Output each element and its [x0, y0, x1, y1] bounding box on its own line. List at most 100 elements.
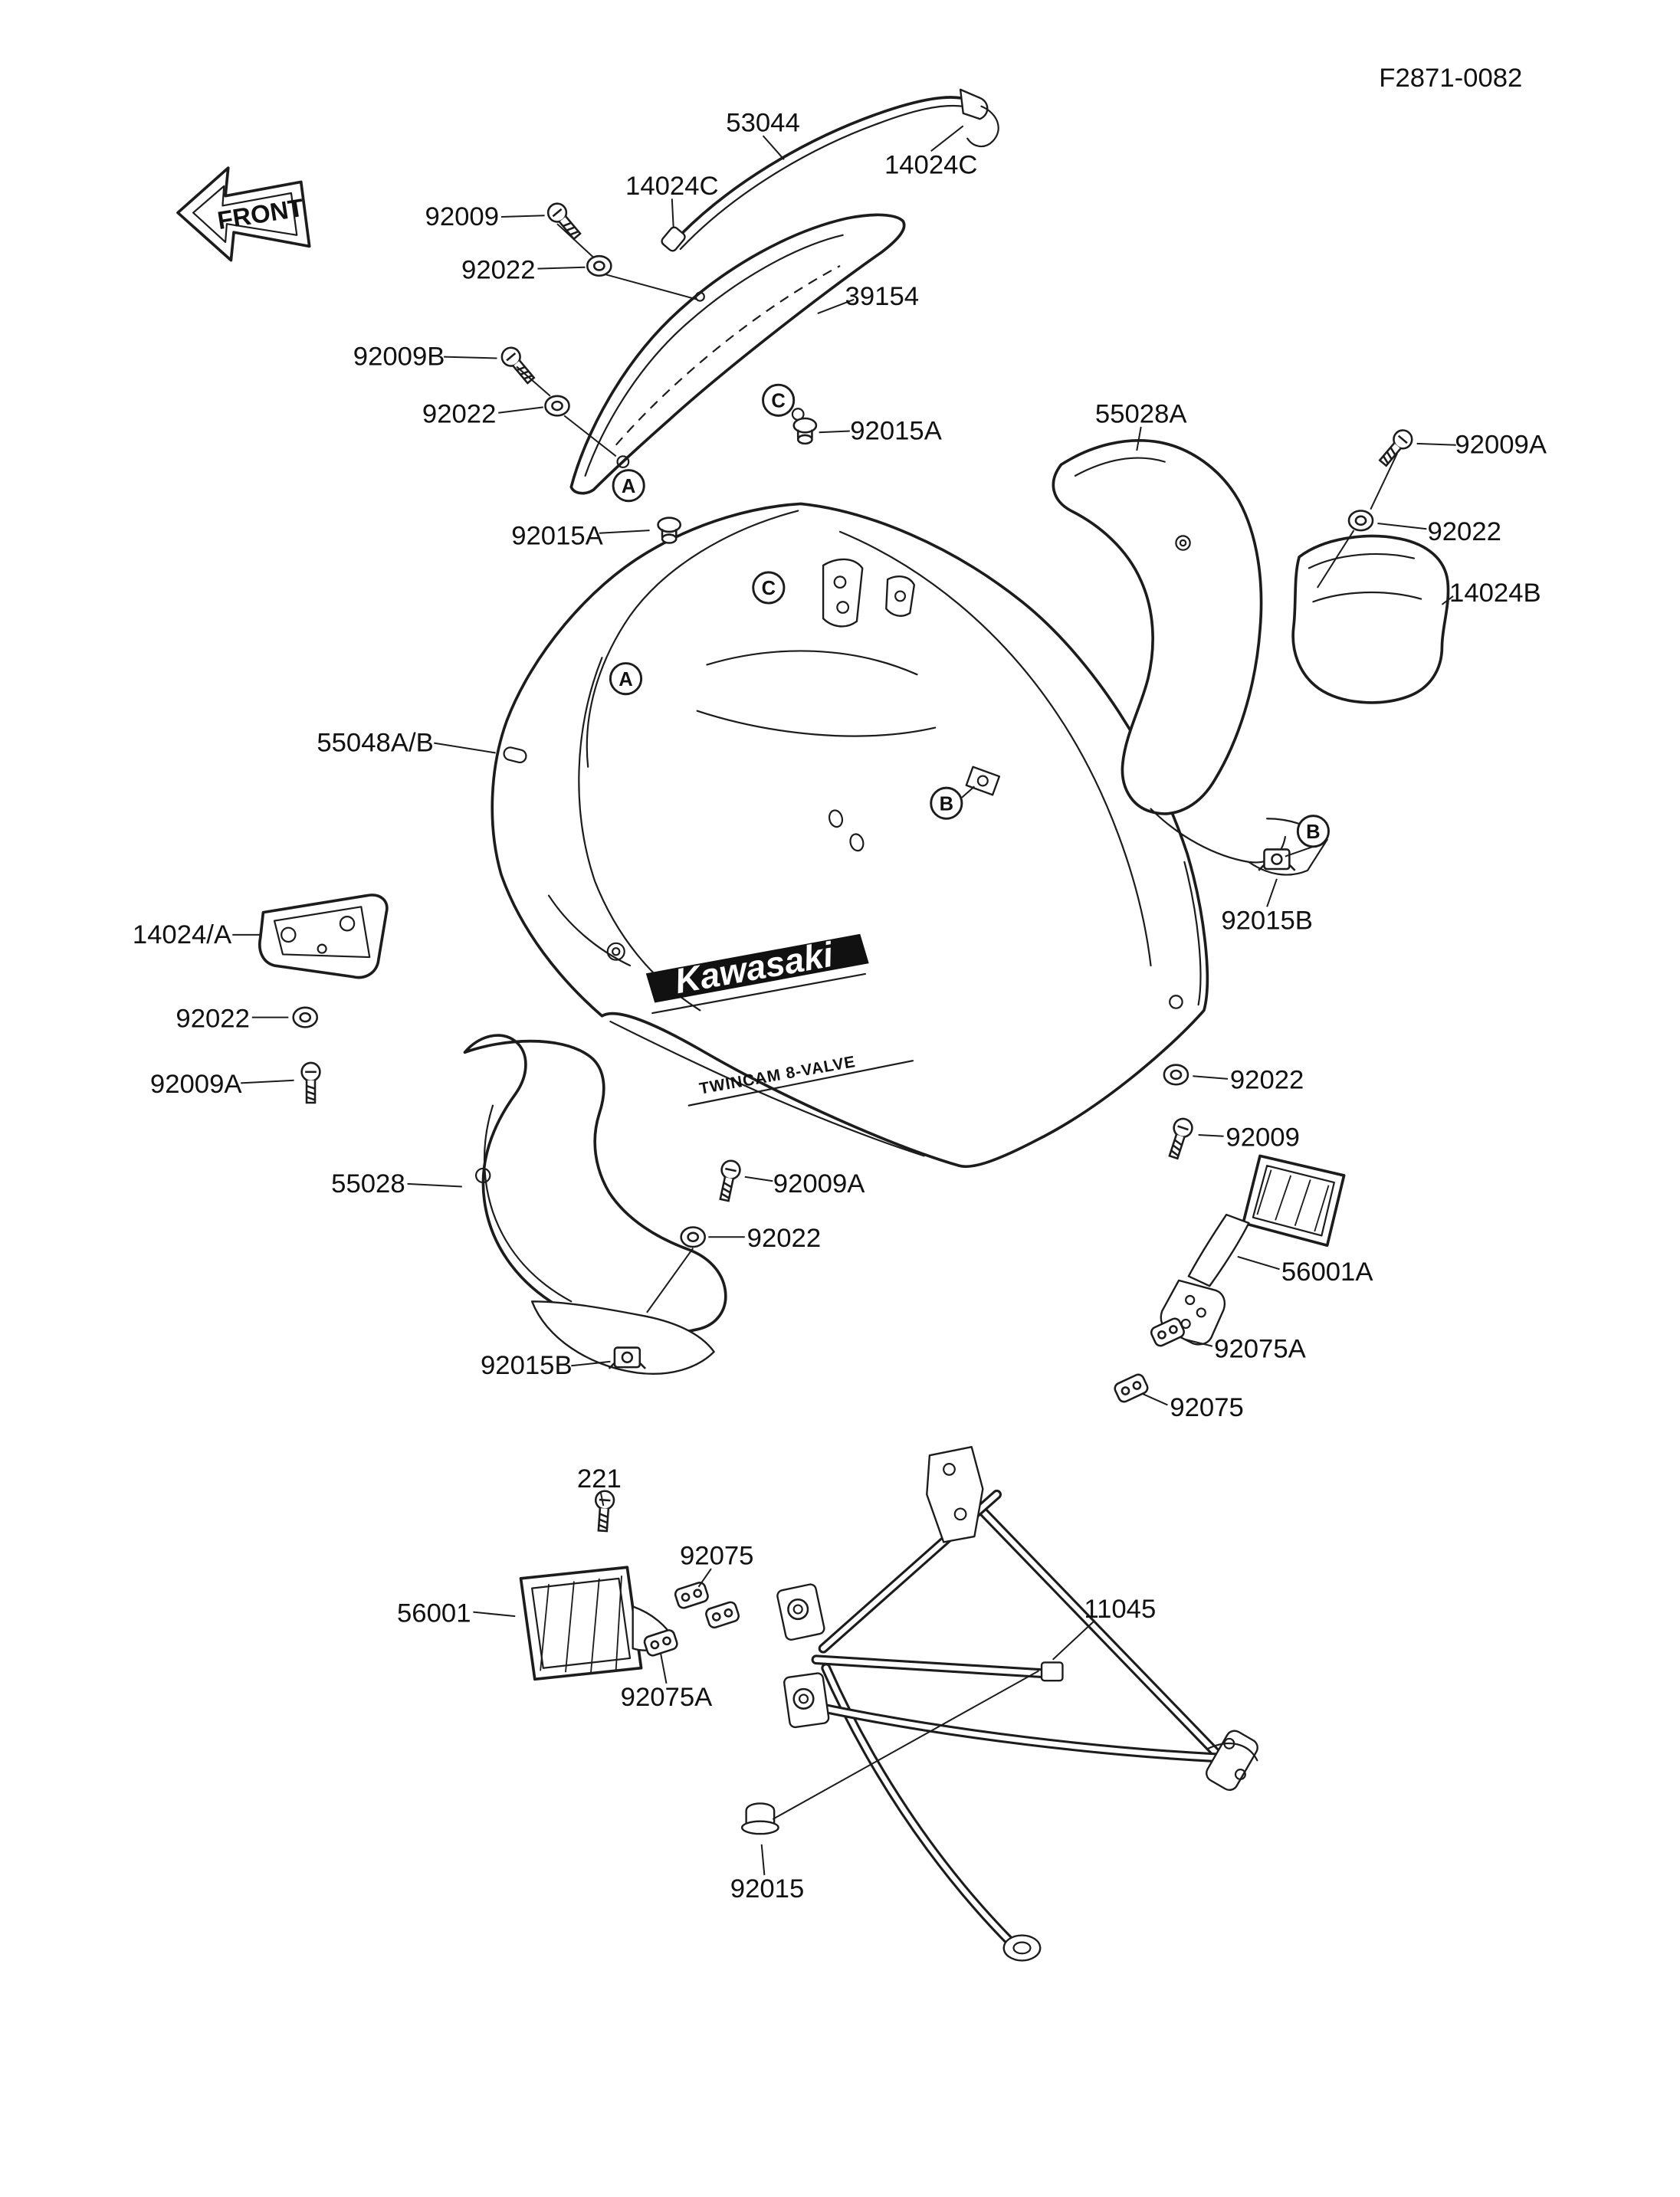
- part-label-53044: 53044: [726, 109, 799, 138]
- leader-line-55028: [407, 1182, 462, 1188]
- part-screw-92009a-right: [1375, 425, 1417, 471]
- part-screw-92009a-mid: [714, 1158, 743, 1203]
- part-label-92015A: 92015A: [511, 521, 603, 550]
- part-mirror-56001a: [1160, 1154, 1346, 1346]
- leader-line-221: [599, 1491, 605, 1507]
- leader-line-92075A: [660, 1654, 668, 1684]
- part-label-92015B: 92015B: [481, 1351, 573, 1380]
- part-label-92022: 92022: [1427, 517, 1501, 546]
- part-label-92009A: 92009A: [773, 1169, 865, 1199]
- part-clip-92015b-left: [608, 1346, 647, 1370]
- part-screw-92009-top: [543, 198, 586, 244]
- part-grommet-92022-4: [292, 1006, 319, 1028]
- part-label-92015A: 92015A: [850, 416, 942, 445]
- part-label-92009A: 92009A: [1455, 431, 1547, 460]
- leader-line-92015B: [1266, 878, 1278, 907]
- leader-line-92015A: [819, 430, 850, 434]
- part-label-92075A: 92075A: [1214, 1334, 1306, 1363]
- part-pad-92075a-right: [1148, 1316, 1187, 1349]
- part-label-92015B: 92015B: [1221, 907, 1313, 936]
- mirror-stalk: [1187, 1213, 1250, 1287]
- leader-line-92009A: [241, 1079, 294, 1084]
- brand-band: [645, 933, 869, 1003]
- part-label-221: 221: [577, 1464, 622, 1494]
- part-inner-cover-55028a: [1052, 439, 1328, 876]
- part-label-92022: 92022: [1230, 1066, 1304, 1095]
- leader-line-92022: [1193, 1075, 1229, 1080]
- callout-letter-A: A: [619, 669, 632, 690]
- leader-line-92009A: [1416, 442, 1456, 446]
- leader-line-92022: [498, 406, 543, 414]
- part-label-55028: 55028: [331, 1169, 405, 1199]
- leader-line-92022: [1377, 522, 1427, 530]
- leader-line-92075A: [1184, 1338, 1213, 1347]
- part-label-92075: 92075: [680, 1542, 753, 1571]
- callout-letter-C: C: [762, 578, 776, 599]
- part-trim-53044: [661, 88, 999, 252]
- part-label-92022: 92022: [422, 399, 496, 428]
- part-screw-92009a-left: [300, 1061, 321, 1104]
- callout-letter-A: A: [622, 476, 635, 497]
- leader-line-92009B: [444, 356, 497, 359]
- part-label-11045: 11045: [1084, 1595, 1156, 1624]
- part-label-92075: 92075: [1170, 1393, 1243, 1422]
- callout-letter-B: B: [1306, 821, 1320, 843]
- part-label-39154: 39154: [845, 282, 919, 311]
- part-label-14024/A: 14024/A: [133, 920, 232, 949]
- leader-line-39154: [817, 298, 855, 314]
- callout-circle-A: [609, 662, 643, 696]
- part-label-56001A: 56001A: [1281, 1258, 1373, 1287]
- part-grommet-92022-1: [586, 254, 612, 277]
- leader-line-92015: [760, 1844, 766, 1876]
- part-label-92075A: 92075A: [621, 1683, 713, 1712]
- part-grommet-92022-6: [680, 1226, 707, 1248]
- part-cover-14024b: [1291, 534, 1450, 704]
- leader-line-55028A: [1136, 426, 1142, 451]
- leader-line-56001A: [1237, 1255, 1280, 1271]
- figure-code: F2871-0082: [1379, 64, 1522, 93]
- part-damper-92015a-2: [657, 516, 682, 544]
- callout-circle-A: [612, 469, 645, 503]
- part-windscreen-39154: [569, 213, 906, 495]
- part-stay-11045: [776, 1446, 1258, 1962]
- part-pad-92075-right: [1112, 1372, 1150, 1405]
- leader-line-92009A: [744, 1176, 773, 1182]
- part-bracket-14024a: [258, 894, 389, 979]
- part-cap-14024c-left: [661, 226, 686, 252]
- part-label-14024C: 14024C: [884, 150, 978, 179]
- front-arrow: FRONT: [176, 166, 311, 262]
- part-label-14024B: 14024B: [1449, 579, 1541, 608]
- leader-line-92009: [500, 215, 545, 218]
- part-label-92022: 92022: [747, 1224, 821, 1253]
- part-label-14024C: 14024C: [625, 172, 719, 201]
- assembly-lines: [516, 223, 1398, 1820]
- part-cowling-55048: Kawasaki TWINCAM 8-VALVE: [491, 502, 1209, 1169]
- part-label-55028A: 55028A: [1095, 399, 1187, 428]
- part-pad-92075-left-2: [704, 1599, 741, 1630]
- leader-line-92022: [537, 266, 586, 270]
- part-clip-92015b-right: [1257, 848, 1296, 872]
- leader-line-92015B: [571, 1360, 611, 1367]
- part-label-92009: 92009: [1226, 1123, 1299, 1153]
- leader-line-55048A/B: [434, 742, 496, 754]
- leader-line-56001: [473, 1611, 516, 1618]
- callout-circle-C: [762, 383, 796, 417]
- part-mirror-56001: [519, 1566, 676, 1681]
- leader-line-92009: [1198, 1133, 1224, 1137]
- part-connector-14024c-right: [959, 88, 989, 120]
- part-damper-92015a-1: [792, 417, 818, 445]
- part-label-55048A/B: 55048A/B: [317, 729, 433, 758]
- callout-letter-C: C: [771, 390, 785, 412]
- part-label-92009B: 92009B: [353, 343, 445, 372]
- part-pad-92075-left-1: [673, 1580, 710, 1611]
- part-screw-92009-right: [1163, 1115, 1196, 1162]
- leader-line-14024C: [930, 125, 964, 152]
- part-grommet-92022-3: [1347, 510, 1374, 532]
- part-grommet-92022-2: [544, 395, 570, 417]
- callout-circle-C: [752, 571, 786, 605]
- part-grommet-92022-5: [1163, 1064, 1189, 1086]
- part-label-92015: 92015: [730, 1874, 804, 1904]
